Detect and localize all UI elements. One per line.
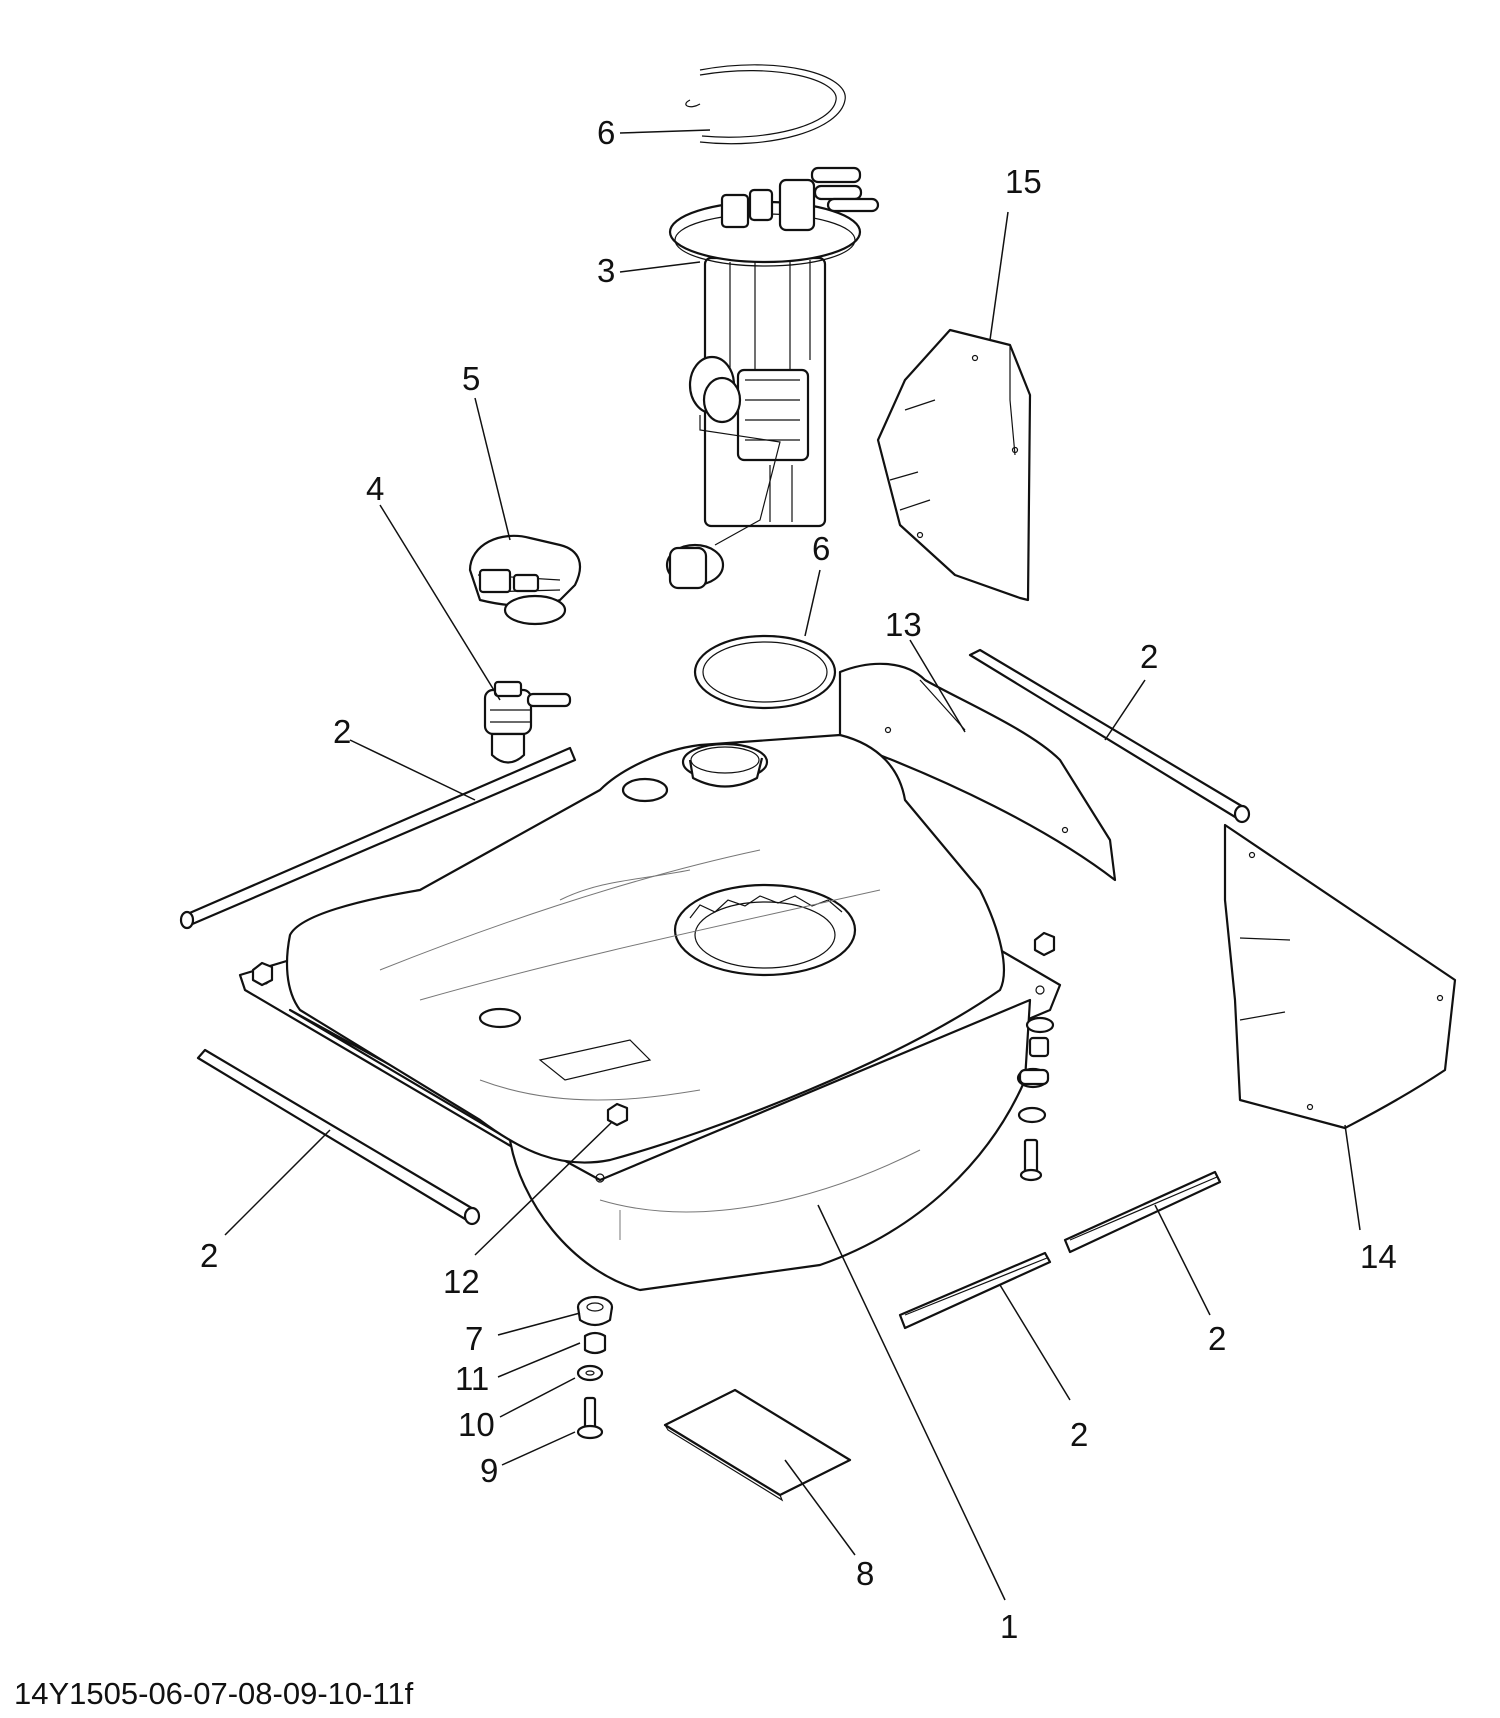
strip-bottom-right-part-2: [1063, 1170, 1222, 1254]
side-shield-part-14: [1223, 823, 1457, 1130]
callout-7: 7: [465, 1320, 483, 1357]
fuel-tank-part-1: [238, 733, 1062, 1292]
grommet-part-7: [576, 1295, 614, 1327]
callout-11: 11: [455, 1360, 489, 1397]
drawing-code: 14Y1505-06-07-08-09-10-11f: [14, 1676, 414, 1711]
strip-left-part-2: [179, 746, 577, 930]
callout-10: 10: [458, 1406, 495, 1443]
lock-ring-part-6: [685, 64, 846, 145]
mounting-hardware-right: [1016, 1016, 1055, 1182]
pad-part-8: [663, 1388, 852, 1502]
callout-5: 5: [462, 360, 480, 397]
callout-13: 13: [885, 606, 922, 643]
callout-6-top: 6: [597, 114, 615, 151]
washer-part-10: [576, 1364, 604, 1382]
callout-14: 14: [1360, 1238, 1397, 1275]
callout-3: 3: [597, 252, 615, 289]
callout-2-upper-right: 2: [1140, 638, 1158, 675]
callout-2-bottom-right: 2: [1208, 1320, 1226, 1357]
strip-bottom-mid-part-2: [898, 1251, 1052, 1330]
spacer-part-11: [583, 1331, 607, 1355]
callout-4: 4: [366, 470, 384, 507]
callout-8: 8: [856, 1555, 874, 1592]
callout-15: 15: [1005, 163, 1042, 200]
callout-2-lower-left: 2: [200, 1237, 218, 1274]
heat-shield-part-15: [876, 328, 1032, 602]
fuel-pump-module-part-3: [665, 166, 880, 590]
seal-ring-part-6: [693, 634, 837, 710]
fuel-cap-part-5: [468, 534, 582, 626]
callout-labels: 6 3 15 5 4 6 13 2 2 2 12 7 11 10 9 8 1 2…: [200, 114, 1397, 1645]
callout-9: 9: [480, 1452, 498, 1489]
leader-lines: [224, 129, 1361, 1601]
filler-valve-part-4: [483, 680, 572, 764]
callout-2-bottom-mid: 2: [1070, 1416, 1088, 1453]
strip-lower-left-part-2: [196, 1048, 481, 1226]
callout-12: 12: [443, 1263, 480, 1300]
callout-1: 1: [1000, 1608, 1018, 1645]
bolt-part-9: [576, 1396, 604, 1440]
callout-2-left: 2: [333, 713, 351, 750]
shield-panel-part-13: [838, 662, 1117, 882]
callout-6-mid: 6: [812, 530, 830, 567]
